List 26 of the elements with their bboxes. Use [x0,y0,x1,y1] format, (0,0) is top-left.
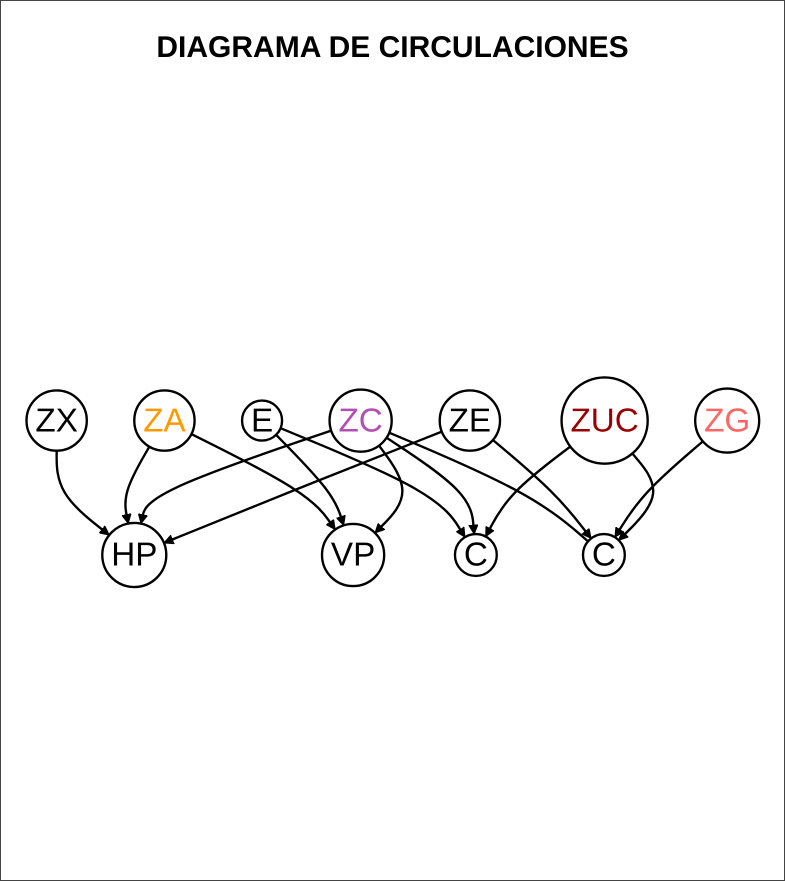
arrow [374,445,404,534]
node-circle: ZUC [560,376,649,466]
arrow [492,439,592,540]
arrow [614,440,704,538]
node-circle: ZE [438,389,501,452]
arrow [484,446,571,538]
arrow [55,450,110,536]
arrow [386,436,478,535]
node-circle: ZX [24,389,88,452]
node-circle: ZC [328,388,393,454]
arrow [190,433,336,530]
node-circle: C [453,533,498,578]
arrow [280,427,466,538]
node-circle: ZA [132,389,196,452]
connector [388,432,588,542]
diagram-title: DIAGRAMA DE CIRCULACIONES [156,31,629,65]
arrow [618,453,654,541]
node-circle: E [240,400,283,442]
node-circle: VP [320,522,386,588]
node-circle: ZG [694,388,760,454]
arrow [163,430,442,544]
arrow [274,434,346,526]
arrow [120,446,150,524]
node-circle: HP [100,522,168,588]
arrow [138,430,332,524]
node-circle: C [581,533,626,578]
